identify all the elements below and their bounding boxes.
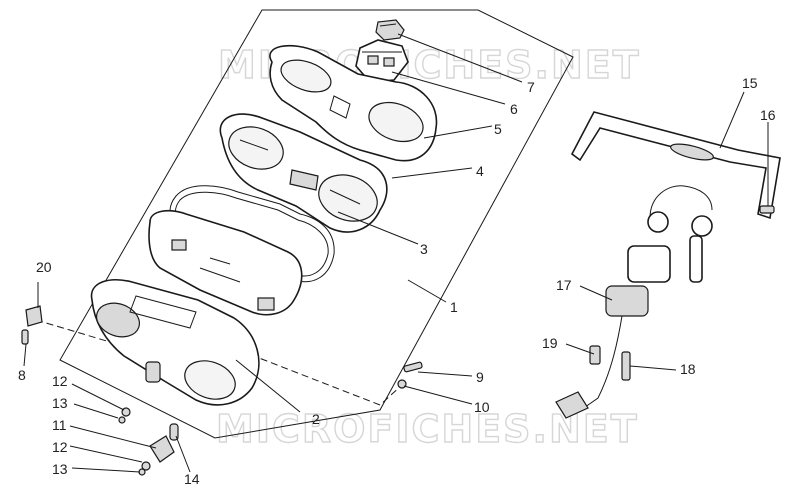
part-5-upper-cover[interactable] xyxy=(269,44,438,162)
callout-14: 14 xyxy=(184,471,200,487)
part-2-base-case[interactable] xyxy=(90,278,260,406)
callout-7: 7 xyxy=(527,79,535,95)
callout-20: 20 xyxy=(36,259,52,275)
part-19-screw[interactable] xyxy=(589,345,601,365)
callout-9: 9 xyxy=(476,369,484,385)
callout-18: 18 xyxy=(680,361,696,377)
assembly-outline xyxy=(59,9,574,439)
part-11-bulb-holder[interactable] xyxy=(149,435,175,463)
part-6-bracket[interactable] xyxy=(355,39,409,83)
callout-13b: 13 xyxy=(52,461,68,477)
leader-lines xyxy=(23,33,769,473)
part-12-nut-lower[interactable] xyxy=(141,461,151,471)
part-13-washer-upper[interactable] xyxy=(118,416,126,424)
callout-4: 4 xyxy=(476,163,484,179)
callout-16: 16 xyxy=(760,107,776,123)
callout-17: 17 xyxy=(556,277,572,293)
callout-13a: 13 xyxy=(52,395,68,411)
callout-12b: 12 xyxy=(52,439,68,455)
part-17-ignition-switch[interactable] xyxy=(555,185,713,419)
callout-15: 15 xyxy=(742,75,758,91)
callout-8: 8 xyxy=(18,367,26,383)
callout-2: 2 xyxy=(312,411,320,427)
part-4-gauge-housing[interactable] xyxy=(219,113,388,233)
callout-3: 3 xyxy=(420,241,428,257)
callout-19: 19 xyxy=(542,335,558,351)
part-7-clip[interactable] xyxy=(375,19,405,41)
part-18-screw[interactable] xyxy=(621,351,631,381)
callout-11: 11 xyxy=(52,417,67,433)
callout-12a: 12 xyxy=(52,373,68,389)
part-8-screw[interactable] xyxy=(21,329,29,345)
part-20-plate[interactable] xyxy=(25,305,43,327)
callout-5: 5 xyxy=(494,121,502,137)
callout-6: 6 xyxy=(510,101,518,117)
fastener-dashed-line xyxy=(35,319,403,406)
callout-1: 1 xyxy=(450,299,458,315)
part-16-bolt[interactable] xyxy=(759,205,775,214)
part-9-screw[interactable] xyxy=(403,361,423,373)
part-15-mounting-bracket[interactable] xyxy=(570,111,781,220)
part-10-washer[interactable] xyxy=(397,379,407,389)
part-circuit-plate[interactable] xyxy=(148,209,303,316)
callout-10: 10 xyxy=(474,399,490,415)
